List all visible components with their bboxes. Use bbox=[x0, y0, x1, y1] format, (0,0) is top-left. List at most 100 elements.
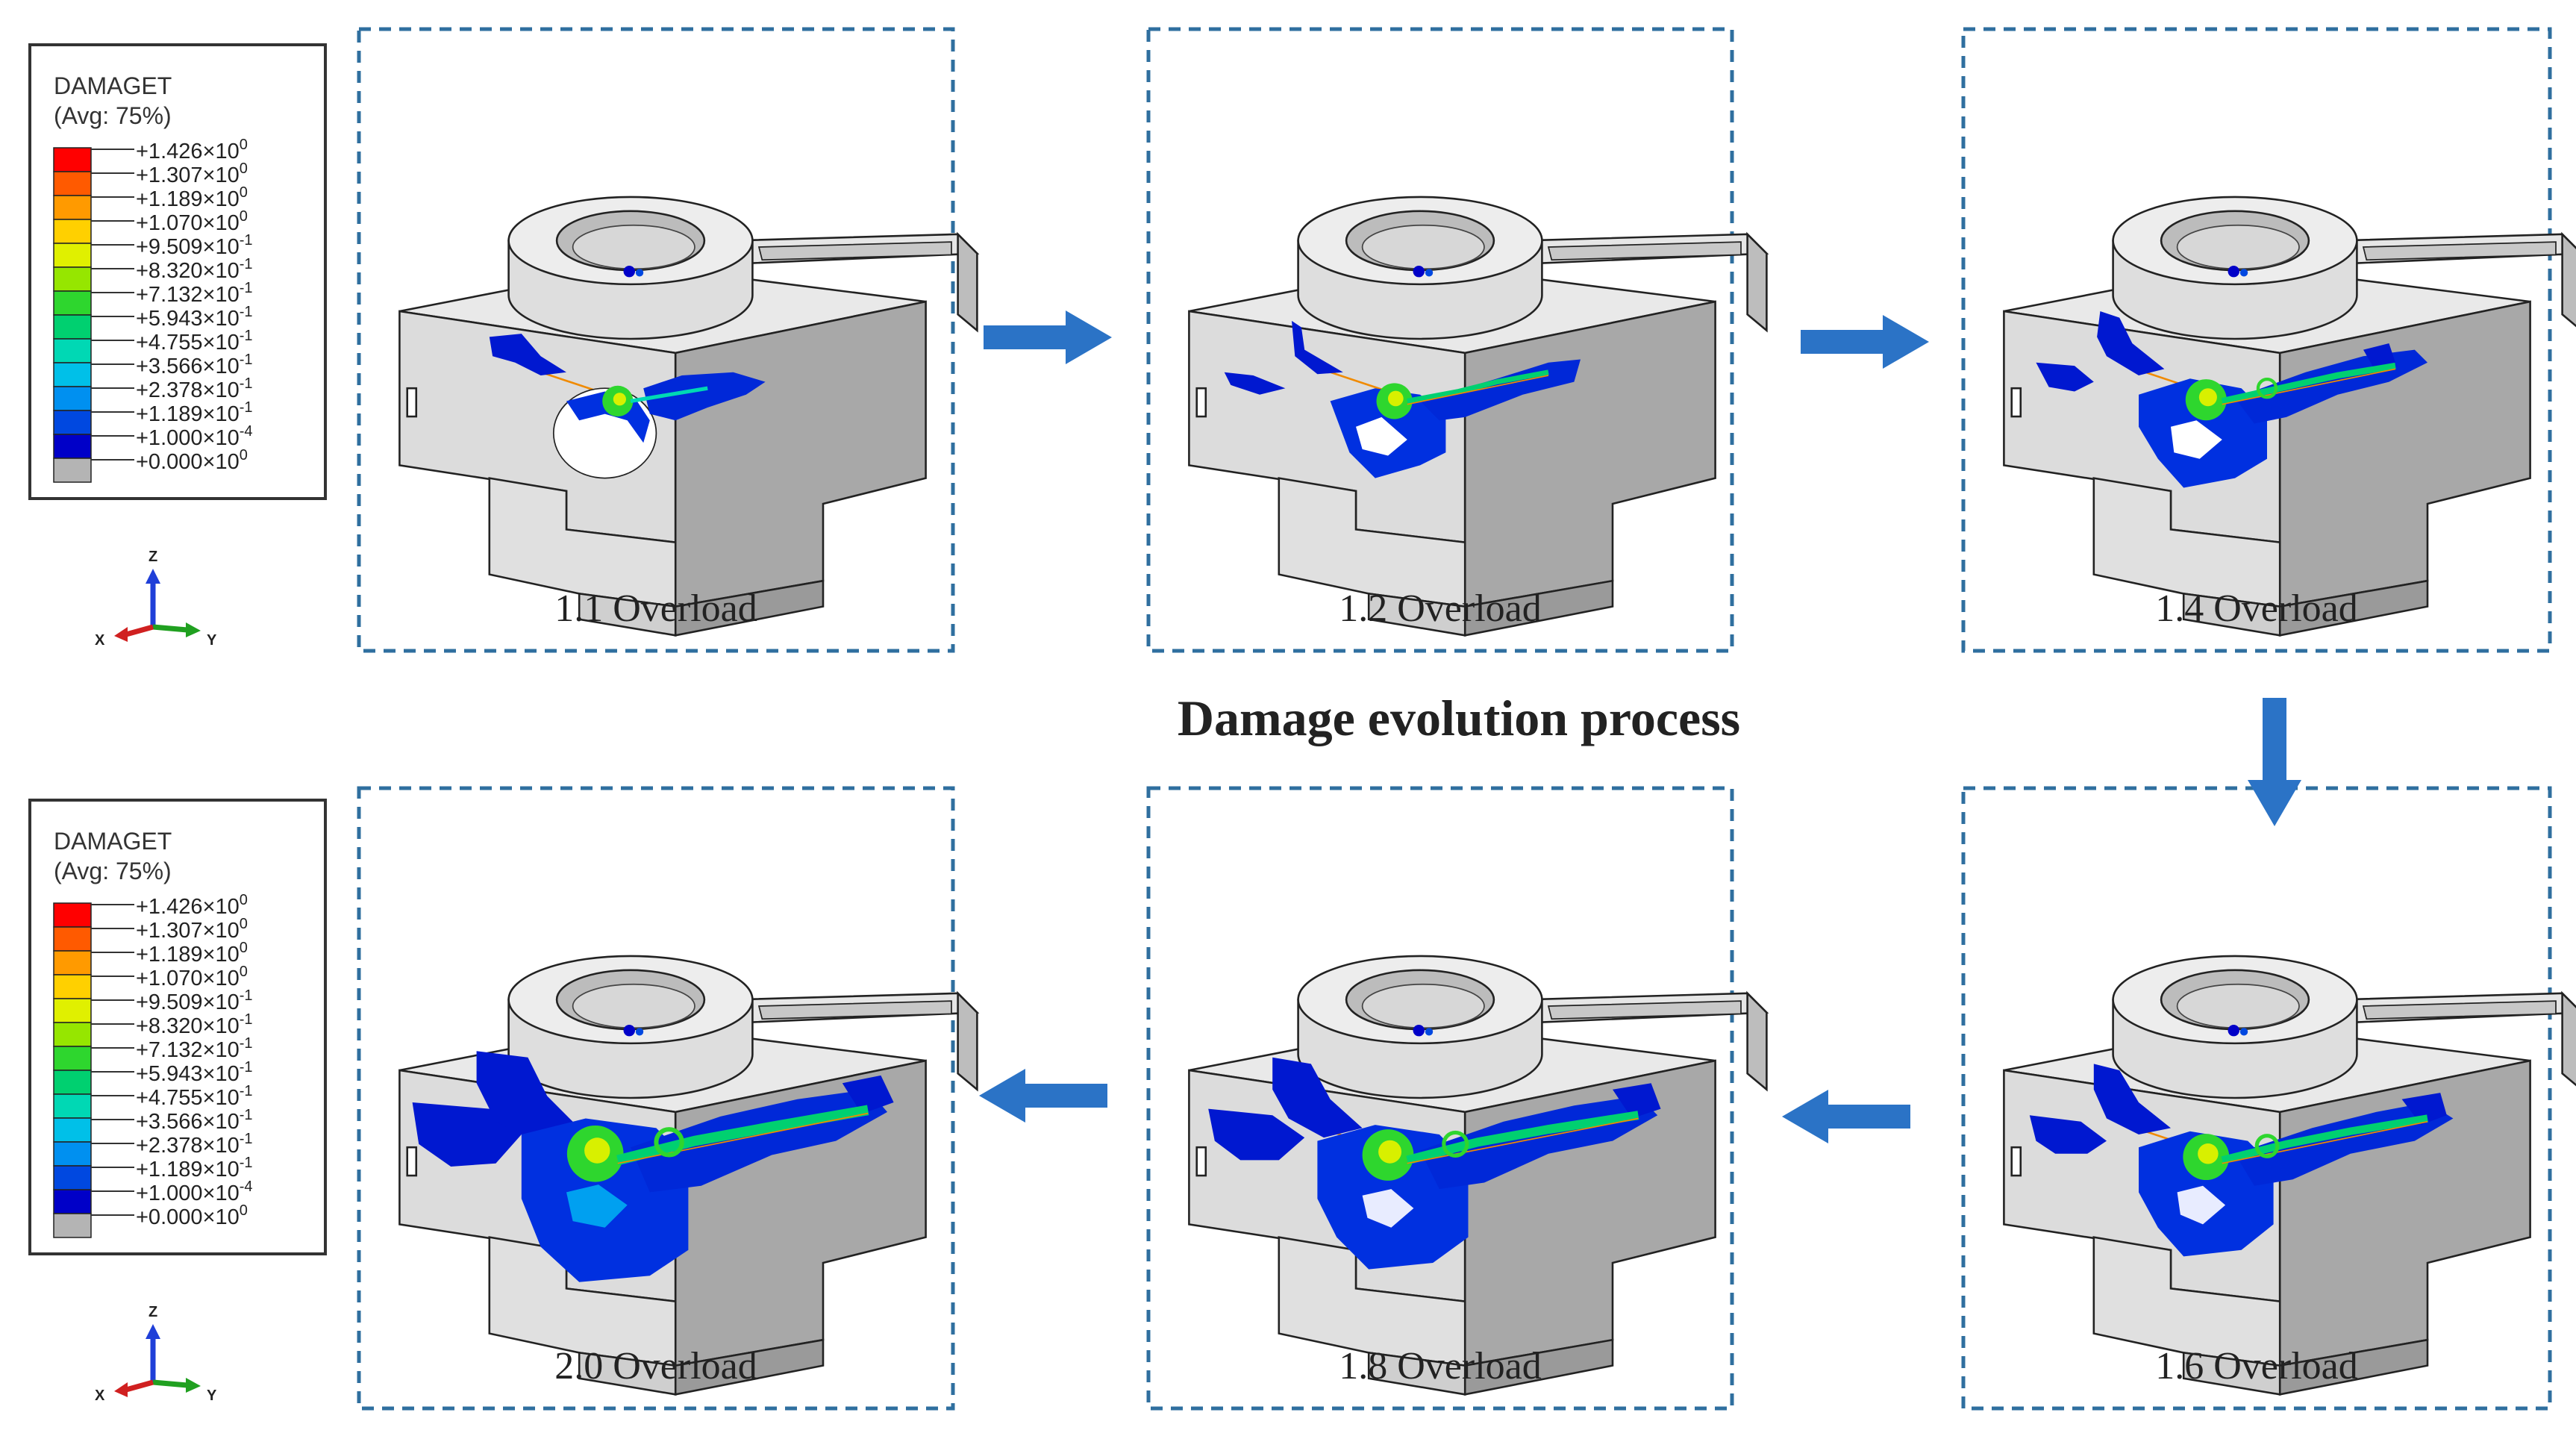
legend-swatch bbox=[53, 1213, 92, 1238]
legend-swatch bbox=[53, 338, 92, 363]
panel-label: 1.2 Overload bbox=[1339, 587, 1541, 630]
axis-y-label: Y bbox=[207, 632, 217, 649]
figure-title: Damage evolution process bbox=[1178, 690, 1740, 746]
panel-frame bbox=[1146, 27, 1734, 653]
legend-swatch bbox=[53, 266, 92, 292]
legend-level-label: +7.132×10-1 bbox=[136, 1035, 253, 1062]
panel-label: 1.1 Overload bbox=[554, 587, 757, 630]
panel-p16: 1.6 Overload bbox=[1961, 786, 2576, 1411]
legend-level-label: +1.307×100 bbox=[136, 160, 248, 187]
legend-swatch bbox=[53, 386, 92, 411]
panel-p18: 1.8 Overload bbox=[1146, 786, 1768, 1411]
legend-swatch bbox=[53, 1046, 92, 1071]
legend-swatch bbox=[53, 1070, 92, 1095]
panel-p20: 2.0 Overload bbox=[357, 786, 978, 1411]
legend-level-label: +1.189×100 bbox=[136, 940, 248, 967]
legend-swatch bbox=[53, 950, 92, 976]
legend-level-label: +1.189×100 bbox=[136, 184, 248, 211]
legend-swatch bbox=[53, 434, 92, 459]
legend-level-label: +1.000×10-4 bbox=[136, 423, 253, 450]
legend-level-label: +1.426×100 bbox=[136, 137, 248, 163]
legend: DAMAGET(Avg: 75%)+1.426×100+1.307×100+1.… bbox=[28, 799, 327, 1255]
legend-level-label: +1.307×100 bbox=[136, 916, 248, 943]
legend-level-label: +9.509×10-1 bbox=[136, 232, 253, 259]
panel-label: 1.6 Overload bbox=[2155, 1345, 2357, 1388]
legend-level-label: +1.189×10-1 bbox=[136, 1155, 253, 1182]
legend-swatch bbox=[53, 314, 92, 340]
panel-frame bbox=[1146, 786, 1734, 1411]
legend-swatch bbox=[53, 1165, 92, 1190]
legend-level-label: +2.378×10-1 bbox=[136, 375, 253, 402]
legend-level-label: +1.189×10-1 bbox=[136, 399, 253, 426]
flow-arrow-icon bbox=[984, 310, 1112, 364]
legend-level-label: +0.000×100 bbox=[136, 1202, 248, 1229]
legend-swatch bbox=[53, 1189, 92, 1214]
legend-swatch bbox=[53, 1117, 92, 1143]
model-render bbox=[398, 955, 978, 1396]
model-render bbox=[2003, 955, 2576, 1396]
panel-frame bbox=[357, 786, 955, 1411]
legend: DAMAGET(Avg: 75%)+1.426×100+1.307×100+1.… bbox=[28, 43, 327, 500]
panel-p12: 1.2 Overload bbox=[1146, 27, 1768, 653]
legend-level-label: +7.132×10-1 bbox=[136, 280, 253, 307]
legend-swatch bbox=[53, 219, 92, 244]
legend-level-label: +3.566×10-1 bbox=[136, 352, 253, 378]
legend-level-label: +9.509×10-1 bbox=[136, 987, 253, 1014]
model-render bbox=[398, 196, 978, 637]
flow-arrow-icon bbox=[979, 1069, 1107, 1123]
axis-x-label: X bbox=[95, 632, 105, 649]
panel-label: 1.8 Overload bbox=[1339, 1345, 1541, 1388]
legend-swatch bbox=[53, 998, 92, 1023]
legend-variable: DAMAGET bbox=[54, 72, 172, 99]
panel-frame bbox=[357, 27, 955, 653]
legend-swatch bbox=[53, 362, 92, 387]
legend-level-label: +1.426×100 bbox=[136, 892, 248, 919]
axis-triad-icon: Z X Y bbox=[95, 1304, 217, 1404]
legend-swatch bbox=[53, 195, 92, 220]
legend-level-label: +5.943×10-1 bbox=[136, 304, 253, 331]
legend-swatch bbox=[53, 902, 92, 928]
legend-level-label: +4.755×10-1 bbox=[136, 328, 253, 355]
model-render bbox=[1188, 955, 1768, 1396]
legend-level-label: +3.566×10-1 bbox=[136, 1107, 253, 1134]
legend-swatch bbox=[53, 458, 92, 483]
legend-swatch bbox=[53, 926, 92, 952]
axis-z-label: Z bbox=[149, 549, 157, 565]
legend-level-label: +1.070×100 bbox=[136, 964, 248, 990]
legend-swatch bbox=[53, 171, 92, 196]
flow-arrow-icon bbox=[2248, 698, 2301, 826]
legend-swatch bbox=[53, 974, 92, 999]
panel-p14: 1.4 Overload bbox=[1961, 27, 2576, 653]
legend-swatch bbox=[53, 1093, 92, 1119]
panel-p11: 1.1 Overload bbox=[357, 27, 978, 653]
axis-y-label: Y bbox=[207, 1388, 217, 1404]
legend-level-label: +1.070×100 bbox=[136, 208, 248, 235]
flow-arrow-icon bbox=[1782, 1090, 1910, 1143]
legend-swatch bbox=[53, 147, 92, 172]
panel-label: 2.0 Overload bbox=[554, 1345, 757, 1388]
legend-swatch bbox=[53, 1141, 92, 1167]
legend-level-label: +2.378×10-1 bbox=[136, 1131, 253, 1158]
model-render bbox=[2003, 196, 2576, 637]
legend-avg: (Avg: 75%) bbox=[54, 858, 172, 884]
axis-x-label: X bbox=[95, 1388, 105, 1404]
axis-triad-icon: Z X Y bbox=[95, 549, 217, 649]
legend-avg: (Avg: 75%) bbox=[54, 102, 172, 129]
legend-swatch bbox=[53, 243, 92, 268]
flow-arrow-icon bbox=[1801, 315, 1929, 369]
panel-frame bbox=[1961, 27, 2552, 653]
legend-level-label: +1.000×10-4 bbox=[136, 1179, 253, 1205]
panel-label: 1.4 Overload bbox=[2155, 587, 2357, 630]
legend-swatch bbox=[53, 410, 92, 435]
legend-variable: DAMAGET bbox=[54, 828, 172, 855]
model-render bbox=[1188, 196, 1768, 637]
legend-level-label: +5.943×10-1 bbox=[136, 1059, 253, 1086]
legend-level-label: +8.320×10-1 bbox=[136, 1011, 253, 1038]
legend-level-label: +4.755×10-1 bbox=[136, 1083, 253, 1110]
legend-swatch bbox=[53, 290, 92, 316]
axis-z-label: Z bbox=[149, 1304, 157, 1320]
legend-swatch bbox=[53, 1022, 92, 1047]
legend-level-label: +8.320×10-1 bbox=[136, 256, 253, 283]
